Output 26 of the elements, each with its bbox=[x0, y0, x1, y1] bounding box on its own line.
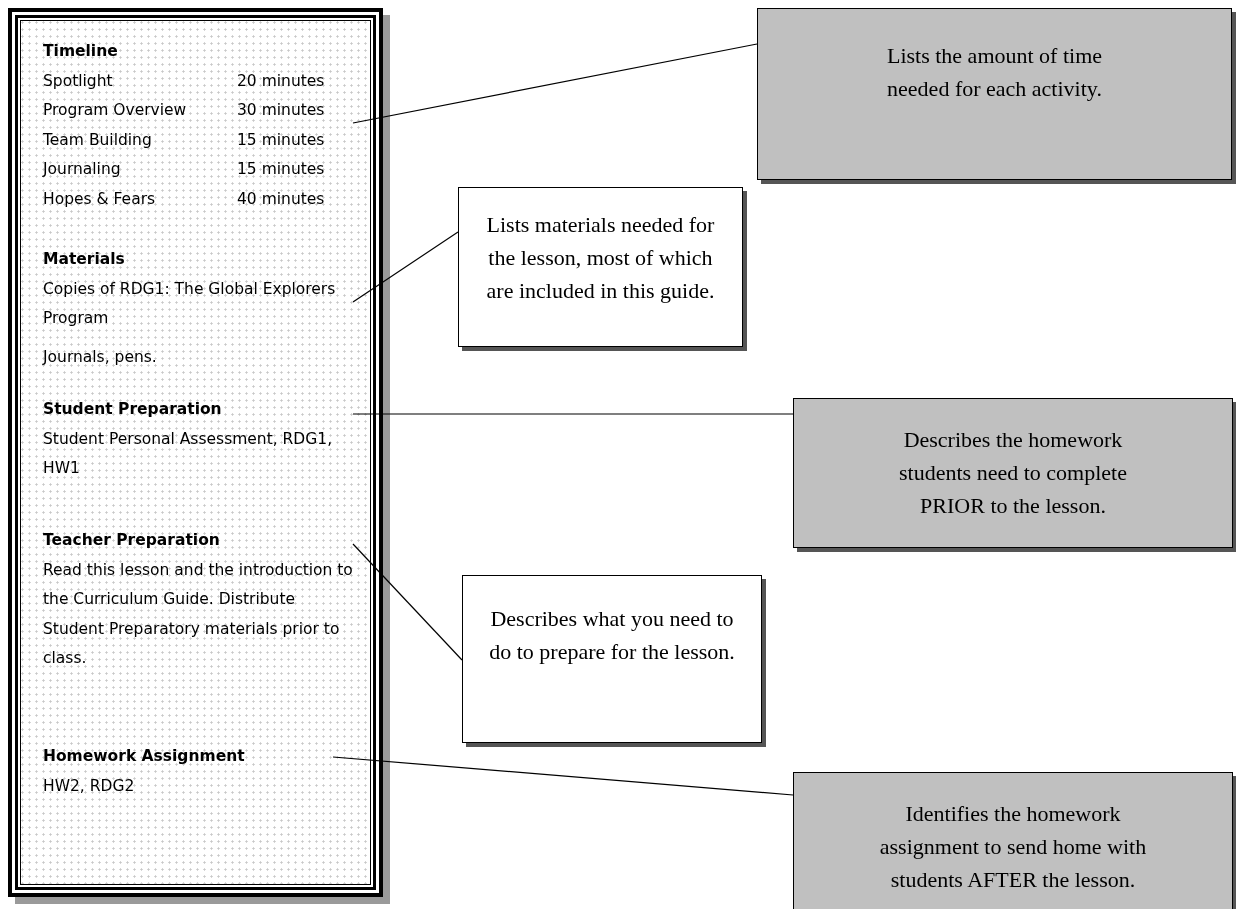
leader-line bbox=[352, 413, 794, 415]
section-text: Student Personal Assessment, RDG1, HW1 bbox=[43, 428, 334, 479]
activity-duration: 15 minutes bbox=[237, 129, 326, 151]
section-heading: Student Preparation bbox=[43, 399, 223, 420]
section-text: HW2, RDG2 bbox=[43, 775, 136, 797]
activity-name: Journaling bbox=[43, 159, 122, 180]
section-heading: Teacher Preparation bbox=[43, 530, 221, 551]
activity-duration: 15 minutes bbox=[237, 159, 326, 180]
leader-line bbox=[352, 43, 758, 124]
section-heading: Homework Assignment bbox=[43, 746, 246, 767]
callout-box: Identifies the homework assignment to send home with students AFTER the lesson. bbox=[793, 772, 1233, 909]
activity-name: Program Overview bbox=[43, 100, 188, 121]
leader-line bbox=[352, 231, 459, 303]
activity-name: Team Building bbox=[43, 129, 153, 151]
section-text: Copies of RDG1: The Global Explorers Program bbox=[43, 278, 337, 329]
section-text: Journals, pens. bbox=[43, 346, 158, 368]
leader-line bbox=[332, 756, 794, 796]
activity-duration: 30 minutes bbox=[237, 100, 326, 121]
section-heading: Timeline bbox=[43, 41, 119, 62]
section-text: Read this lesson and the introduction to the Curriculum Guide. Distribute Student Preparatory materials prior to class. bbox=[43, 559, 353, 669]
activity-duration: 40 minutes bbox=[237, 188, 326, 210]
activity-name: Spotlight bbox=[43, 70, 114, 92]
section-heading: Materials bbox=[43, 249, 126, 270]
activity-name: Hopes & Fears bbox=[43, 188, 157, 210]
activity-duration: 20 minutes bbox=[237, 70, 326, 92]
leader-line bbox=[352, 543, 463, 661]
